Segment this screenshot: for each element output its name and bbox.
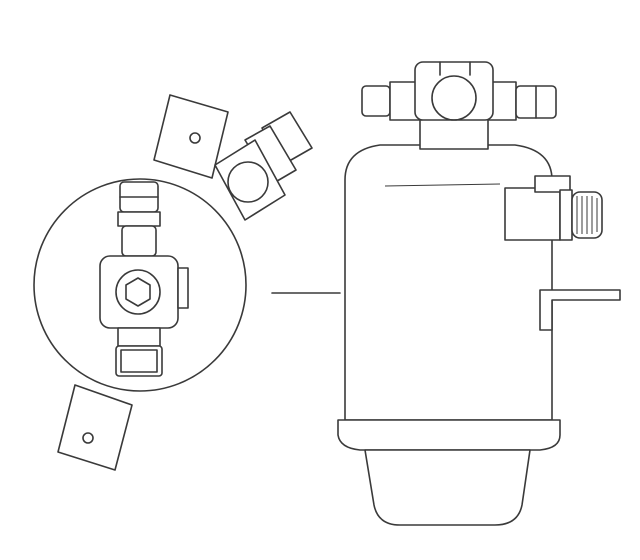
top-view	[33, 94, 313, 471]
angled-fitting	[214, 111, 313, 221]
central-fitting	[99, 181, 189, 377]
top-fitting	[361, 61, 557, 150]
side-fitting	[504, 175, 603, 241]
top-mounting-bracket	[153, 94, 229, 179]
side-view	[271, 61, 621, 526]
bottom-mounting-bracket	[57, 384, 133, 471]
right-bracket	[539, 289, 621, 331]
drier-cylinder	[337, 144, 561, 526]
